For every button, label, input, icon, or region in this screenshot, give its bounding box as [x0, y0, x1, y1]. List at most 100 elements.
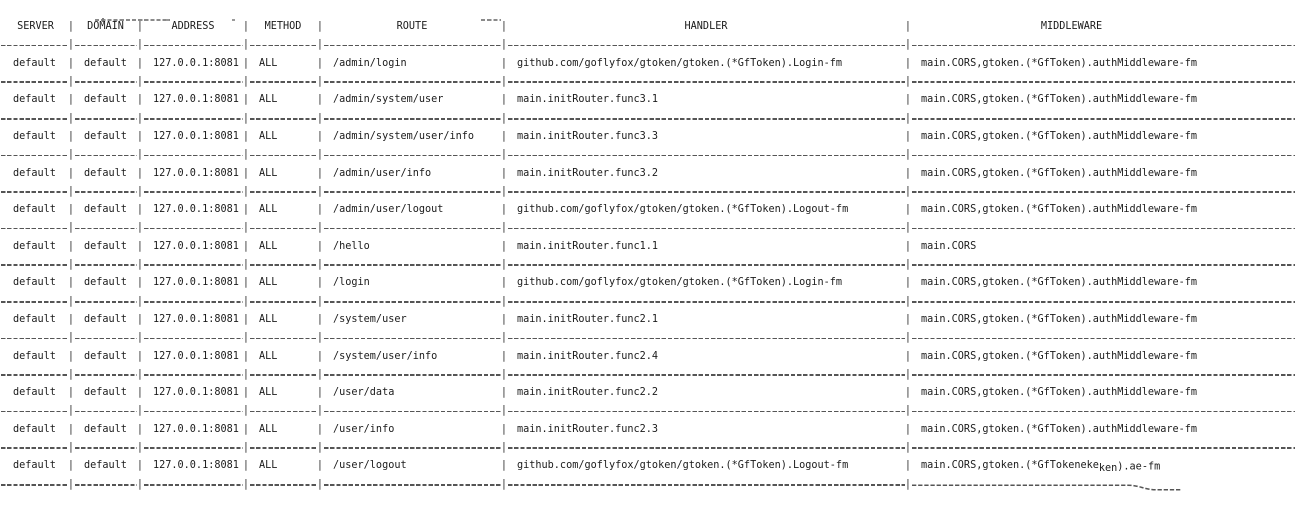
column-divider	[68, 18, 75, 36]
domain-value: default	[84, 387, 127, 399]
column-divider	[317, 256, 324, 274]
dashed-line	[1, 374, 68, 376]
dashed-line	[250, 118, 317, 120]
dashed-line	[1, 337, 68, 340]
cell-middleware: main.CORS,gtoken.(*GfTokenekeken).ae-fm	[908, 457, 1301, 475]
separator-cell	[504, 146, 908, 164]
handler-value: main.initRouter.func1.1	[517, 240, 659, 252]
column-header-label: SERVER	[17, 21, 54, 33]
separator-cell	[140, 293, 246, 311]
column-divider	[68, 329, 75, 347]
dashed-line	[75, 374, 137, 376]
middleware-value: main.CORS,gtoken.(*GfToken).authMiddlewa…	[921, 167, 1198, 179]
separator-cell	[504, 329, 908, 347]
column-divider	[243, 348, 250, 366]
column-divider	[501, 165, 508, 183]
column-divider	[68, 146, 75, 164]
separator-cell	[71, 256, 140, 274]
dashed-line	[250, 154, 317, 157]
middleware-value: main.CORS,gtoken.(*GfToken).authMiddlewa…	[921, 94, 1198, 106]
cell-server: default	[0, 384, 71, 402]
table-row: default default 127.0.0.1:8081 ALL /admi…	[0, 91, 1301, 109]
address-value: 127.0.0.1:8081	[153, 204, 239, 216]
table-row: default default 127.0.0.1:8081 ALL /admi…	[0, 165, 1301, 183]
column-divider	[68, 256, 75, 274]
dashed-line	[250, 374, 317, 376]
handler-value: main.initRouter.func3.3	[517, 130, 659, 142]
column-divider	[68, 402, 75, 420]
dashed-line	[144, 337, 243, 340]
dashed-line	[250, 81, 317, 83]
separator-cell	[0, 219, 71, 237]
column-divider	[137, 18, 144, 36]
dashed-line	[324, 191, 501, 193]
column-divider	[905, 55, 912, 73]
row-separator	[0, 256, 1301, 274]
cell-route: /admin/user/logout	[320, 201, 504, 219]
separator-cell	[71, 329, 140, 347]
row-separator	[0, 73, 1301, 91]
separator-cell	[320, 402, 504, 420]
wavy-dashed-line	[912, 484, 1182, 491]
separator-cell	[908, 219, 1301, 237]
handler-value: main.initRouter.func2.4	[517, 350, 659, 362]
server-value: default	[13, 350, 56, 362]
column-divider	[317, 146, 324, 164]
address-value: 127.0.0.1:8081	[153, 423, 239, 435]
column-divider	[243, 421, 250, 439]
separator-cell	[246, 402, 320, 420]
column-divider	[317, 73, 324, 91]
column-divider	[243, 366, 250, 384]
dashed-line	[144, 118, 243, 120]
column-divider	[137, 73, 144, 91]
row-separator	[0, 110, 1301, 128]
cell-server: default	[0, 128, 71, 146]
separator-cell	[504, 476, 908, 494]
column-divider	[905, 329, 912, 347]
address-value: 127.0.0.1:8081	[153, 57, 239, 69]
separator-cell	[320, 329, 504, 347]
server-value: default	[13, 130, 56, 142]
separator-cell	[504, 402, 908, 420]
cell-domain: default	[71, 201, 140, 219]
column-divider	[243, 384, 250, 402]
cell-server: default	[0, 55, 71, 73]
dashed-line	[75, 410, 137, 413]
dashed-line	[1, 447, 68, 449]
column-divider	[501, 366, 508, 384]
column-divider	[68, 384, 75, 402]
dashed-line	[508, 337, 905, 340]
cell-middleware: main.CORS,gtoken.(*GfToken).authMiddlewa…	[908, 311, 1301, 329]
separator-cell	[0, 256, 71, 274]
column-divider	[68, 91, 75, 109]
separator-cell	[908, 36, 1301, 54]
top-cutoff-dash-segment	[95, 19, 170, 21]
separator-cell	[908, 110, 1301, 128]
column-header-server: SERVER	[0, 18, 71, 36]
dashed-line	[508, 154, 905, 157]
dashed-line	[912, 227, 1295, 230]
column-divider	[905, 36, 912, 54]
row-separator	[0, 366, 1301, 384]
row-separator	[0, 439, 1301, 457]
separator-cell	[504, 439, 908, 457]
column-divider	[243, 457, 250, 475]
dashed-line	[324, 154, 501, 157]
cell-server: default	[0, 274, 71, 292]
separator-cell	[0, 402, 71, 420]
dashed-line	[324, 81, 501, 83]
column-divider	[68, 201, 75, 219]
cell-method: ALL	[246, 457, 320, 475]
column-divider	[243, 128, 250, 146]
separator-cell	[71, 146, 140, 164]
separator-cell	[0, 439, 71, 457]
cell-method: ALL	[246, 238, 320, 256]
cell-route: /admin/user/info	[320, 165, 504, 183]
address-value: 127.0.0.1:8081	[153, 460, 239, 472]
cell-server: default	[0, 201, 71, 219]
cell-domain: default	[71, 55, 140, 73]
row-separator	[0, 36, 1301, 54]
column-divider	[68, 128, 75, 146]
separator-cell	[140, 146, 246, 164]
cell-handler: main.initRouter.func2.4	[504, 348, 908, 366]
